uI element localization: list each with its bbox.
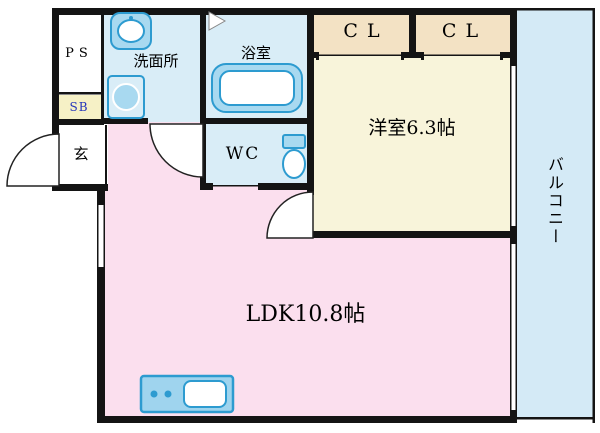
- western-room-label: 洋室6.3帖: [368, 117, 456, 139]
- entrance-label: 玄: [73, 145, 89, 163]
- ldk-label: LDK10.8帖: [245, 302, 366, 327]
- windows: [98, 66, 516, 410]
- shoe-box-area: [58, 95, 103, 122]
- ps-label: PS: [65, 46, 93, 61]
- ps-area: [58, 10, 103, 94]
- doors: [6, 123, 314, 239]
- washer-drum-icon: [112, 83, 140, 111]
- bath-door-marker-icon: [208, 11, 227, 31]
- balcony-window-western: [511, 66, 516, 226]
- washroom-label: 洗面所: [133, 52, 179, 70]
- balcony-label: バルコニー: [545, 156, 564, 246]
- bathroom-label: 浴室: [240, 44, 271, 62]
- bathtub-inner-icon: [219, 70, 295, 106]
- entrance-area: [58, 122, 108, 186]
- toilet-tank-icon: [282, 134, 306, 149]
- western-room-door-arc: [266, 191, 314, 239]
- closet2-area: [414, 10, 510, 55]
- vanity-basin-icon: [117, 19, 145, 43]
- balcony-area: [512, 9, 594, 419]
- wc-label: WC: [225, 144, 261, 164]
- western-room-area: [313, 55, 511, 235]
- washroom-door-arc: [149, 123, 204, 178]
- closet2-label: CL: [441, 20, 488, 42]
- closet1-label: CL: [343, 20, 389, 42]
- burner-icon: [164, 390, 172, 398]
- faucet-icon: [129, 16, 133, 20]
- burner-icon: [150, 390, 158, 398]
- balcony-window-ldk: [511, 244, 516, 410]
- shoe-box-label: SB: [69, 100, 89, 114]
- fixtures: [107, 12, 306, 414]
- toilet-bowl-icon: [282, 149, 306, 179]
- left-wall-window: [98, 205, 104, 267]
- walls: [52, 8, 595, 423]
- kitchen-sink-icon: [183, 380, 227, 408]
- closet1-area: [314, 10, 409, 55]
- entrance-door-arc: [6, 133, 60, 187]
